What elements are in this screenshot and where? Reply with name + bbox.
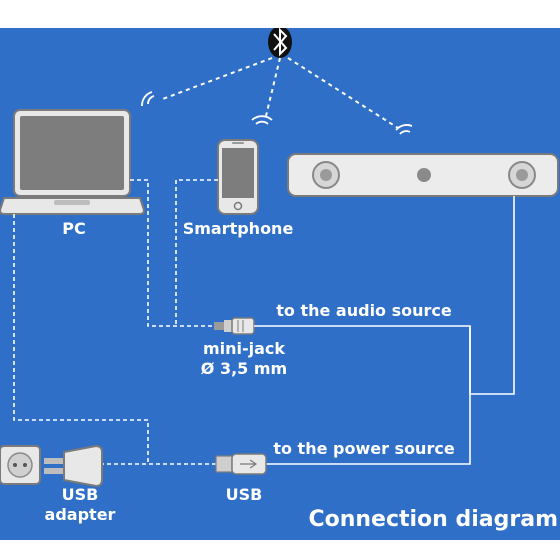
wireless-links (159, 57, 399, 129)
power-source-label: to the power source (273, 439, 454, 458)
smartphone-audio-cable (175, 179, 218, 326)
usb-adapter-label-2: adapter (45, 505, 116, 524)
smartphone-icon (217, 139, 259, 215)
mini-jack-plug-icon (214, 317, 255, 335)
connection-diagram: PC Smartphone to the au (0, 28, 560, 540)
pc-power-cable (13, 214, 216, 465)
wireless-signal-icon (251, 115, 273, 125)
mini-jack-size-label: Ø 3,5 mm (201, 359, 287, 378)
audio-source-label: to the audio source (276, 301, 452, 320)
pc-audio-cable (130, 179, 214, 327)
wireless-signal-icon (395, 124, 413, 135)
usb-plug-icon (215, 453, 267, 475)
laptop-icon (0, 109, 146, 215)
usb-adapter-icon (44, 444, 103, 488)
pc-label: PC (62, 219, 85, 238)
audio-cable (254, 196, 515, 465)
wireless-signal-icon (141, 91, 155, 107)
smartphone-label: Smartphone (183, 219, 294, 238)
usb-adapter-label: USB (62, 485, 99, 504)
mini-jack-label: mini-jack (203, 339, 285, 358)
diagram-title: Connection diagram (308, 507, 558, 532)
wall-socket-icon (0, 445, 41, 485)
usb-label: USB (226, 485, 263, 504)
soundbar-icon (287, 153, 559, 197)
bluetooth-icon (268, 28, 292, 58)
